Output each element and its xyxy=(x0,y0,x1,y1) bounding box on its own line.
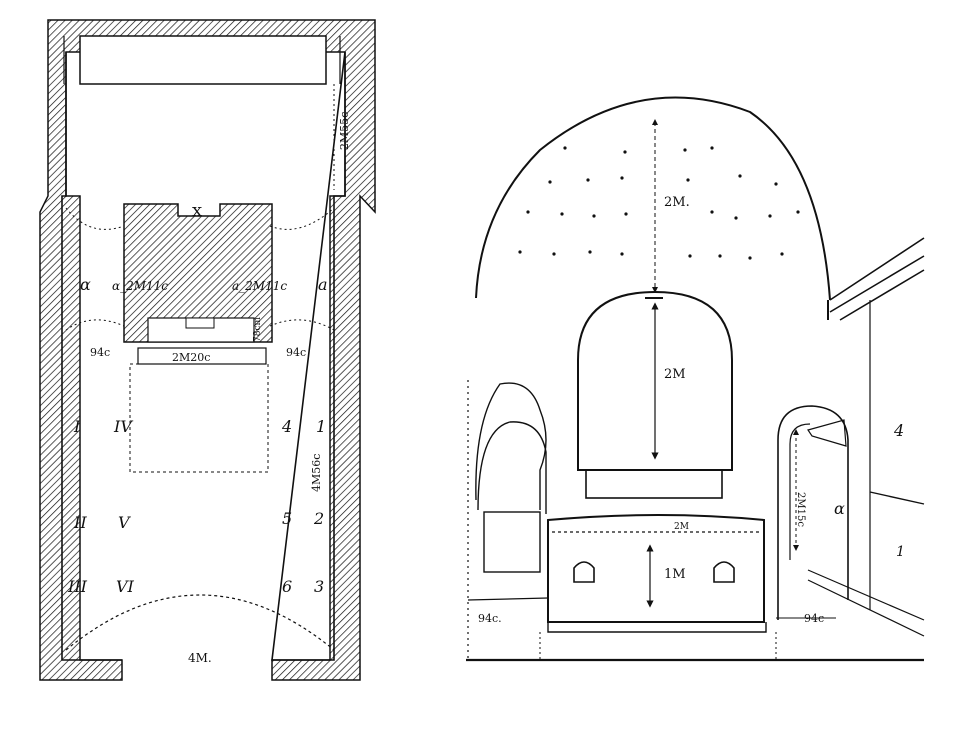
a-right: a xyxy=(318,275,328,294)
label-4m56: 4M56c xyxy=(310,454,323,492)
label-niche: 2M xyxy=(664,367,686,382)
label-2m20: 2M20c xyxy=(172,351,210,364)
floor-plan: x α α_2M11c a_2M11c a 2M55c 94c 94c 78cm… xyxy=(39,19,376,681)
label-4m: 4M. xyxy=(188,651,212,665)
label-4: 4 xyxy=(893,421,904,440)
number-1: 1 xyxy=(316,417,326,436)
label-94-right-elev: 94c xyxy=(804,612,824,625)
number-5: 5 xyxy=(282,509,292,528)
bench-hole-right xyxy=(713,561,735,583)
label-bench: 1M xyxy=(664,567,686,582)
numeral-2: II xyxy=(73,513,87,532)
right-niche xyxy=(777,405,849,620)
label-94-right: 94c xyxy=(286,346,306,359)
entrance-arch xyxy=(65,594,335,651)
bench-hole-left xyxy=(573,561,595,583)
left-bench xyxy=(483,511,541,573)
bench xyxy=(547,514,765,623)
numeral-1: I xyxy=(73,417,81,436)
numeral-5: V xyxy=(118,513,131,532)
alpha-depth: α_2M11c xyxy=(112,279,168,293)
left-niche-outer xyxy=(475,382,547,510)
vault-dots xyxy=(518,146,800,260)
label-alpha: α xyxy=(834,499,845,518)
label-bench-top: 2M xyxy=(674,522,689,532)
label-78: 78cm xyxy=(253,317,263,342)
plan-inner-outline xyxy=(61,51,346,661)
label-94-left-elev: 94c. xyxy=(478,612,502,625)
alpha-left: α xyxy=(80,275,91,294)
numeral-6: VI xyxy=(116,577,135,596)
number-2: 2 xyxy=(313,509,324,528)
elevation-view xyxy=(466,96,925,662)
numeral-4: IV xyxy=(113,417,133,436)
number-6: 6 xyxy=(282,577,292,596)
cornice xyxy=(829,237,925,321)
top-bench xyxy=(79,35,327,85)
floor-area xyxy=(129,363,269,473)
left-niche-inner xyxy=(477,421,547,514)
number-3: 3 xyxy=(314,577,324,596)
niche-mark: x xyxy=(192,200,202,221)
main-niche xyxy=(577,290,733,471)
label-vault: 2M. xyxy=(664,195,690,210)
label-94-left: 94c xyxy=(90,346,110,359)
niche-sill xyxy=(585,469,723,499)
label-side-niche: 2M15c xyxy=(795,492,806,527)
vault xyxy=(475,96,831,301)
label-2m55: 2M55c xyxy=(338,112,351,150)
label-1: 1 xyxy=(896,544,905,560)
a-depth: a_2M11c xyxy=(232,279,287,293)
numeral-3: III xyxy=(67,577,88,596)
number-4: 4 xyxy=(281,417,292,436)
